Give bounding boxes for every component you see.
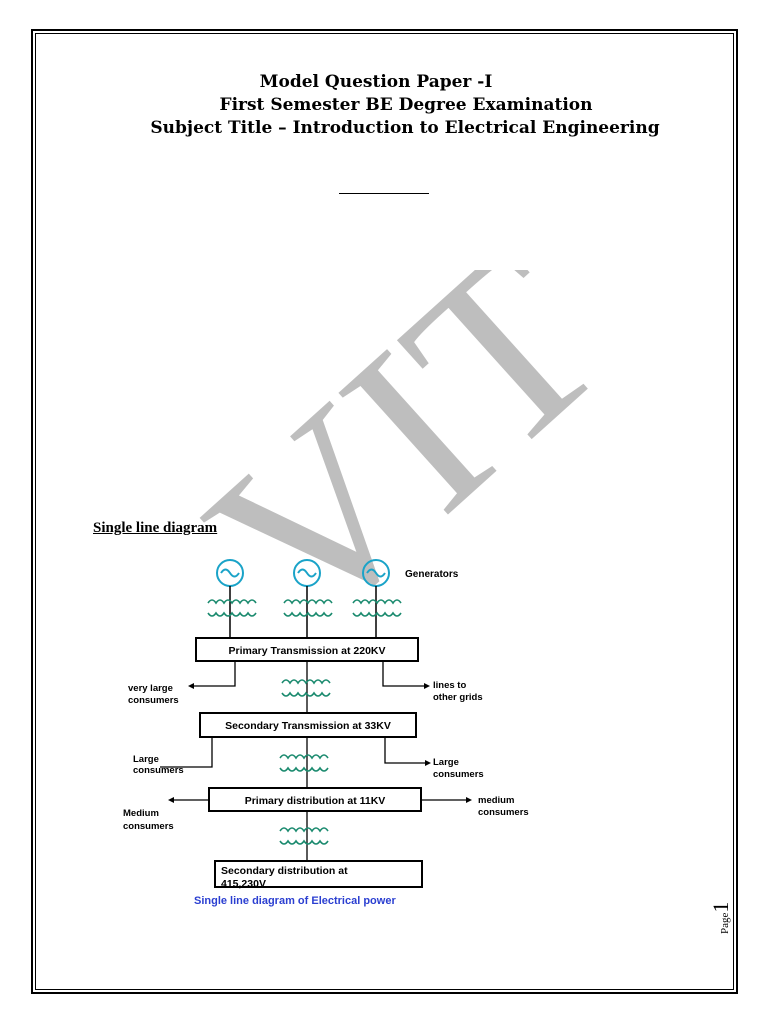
medium-consumers-left-2: consumers	[123, 821, 174, 832]
very-large-consumers-1: very large	[128, 683, 173, 694]
subject-title: Subject Title – Introduction to Electric…	[150, 118, 660, 138]
transformer-icon-t2	[279, 754, 329, 772]
medium-consumers-right-1: medium	[478, 795, 514, 806]
page-number-block: Page1	[708, 888, 748, 938]
diagram-caption: Single line diagram of Electrical power	[194, 895, 396, 907]
arrowheads-primary	[188, 683, 430, 689]
large-consumers-right-2: consumers	[433, 769, 484, 780]
transformer-icon-g1	[207, 599, 257, 617]
medium-consumers-left-1: Medium	[123, 808, 159, 819]
other-grids-2: other grids	[433, 692, 483, 703]
transformer-icon-g3	[352, 599, 402, 617]
exam-title: First Semester BE Degree Examination	[219, 95, 593, 115]
transformer-icon-t1	[281, 679, 331, 697]
page-word: Page	[719, 912, 731, 934]
other-grids-1: lines to	[433, 680, 466, 691]
page-number: 1	[708, 901, 733, 913]
large-consumers-right-1: Large	[433, 757, 459, 768]
primary-transmission-label: Primary Transmission at 220KV	[229, 645, 386, 657]
single-line-diagram: Generators Primary Transmission at 220KV	[123, 559, 529, 907]
large-consumers-left-1: Large	[133, 754, 159, 765]
large-consumers-left-2: consumers	[133, 765, 184, 776]
section-title: Single line diagram	[93, 520, 218, 536]
generator-feeders	[229, 586, 377, 638]
generator-icon-1	[216, 559, 244, 587]
vit-watermark: VIT	[180, 270, 640, 610]
generator-transformers	[207, 599, 402, 617]
generator-icon-2	[293, 559, 321, 587]
generators-label: Generators	[405, 569, 459, 580]
transformer-icon-g2	[283, 599, 333, 617]
generator-icon-3	[362, 559, 390, 587]
branch-large-right	[384, 737, 427, 764]
secondary-distribution-label-1: Secondary distribution at	[221, 865, 348, 877]
generators	[216, 559, 390, 587]
transformer-icon-t3	[279, 827, 329, 845]
medium-consumers-right-2: consumers	[478, 807, 529, 818]
branch-large-left	[160, 737, 213, 768]
very-large-consumers-2: consumers	[128, 695, 179, 706]
secondary-distribution-label-2: 415,230V	[221, 878, 266, 890]
paper-title: Model Question Paper -I	[259, 72, 493, 92]
branch-very-large	[192, 661, 236, 687]
title-divider	[339, 193, 429, 194]
secondary-transmission-label: Secondary Transmission at 33KV	[225, 720, 391, 732]
secondary-transmission-box	[199, 712, 417, 738]
page-border-outer	[31, 29, 738, 994]
page-border-inner	[35, 33, 734, 990]
branch-other-grids	[382, 661, 426, 687]
secondary-distribution-box	[214, 860, 423, 888]
primary-distribution-label: Primary distribution at 11KV	[245, 795, 386, 807]
